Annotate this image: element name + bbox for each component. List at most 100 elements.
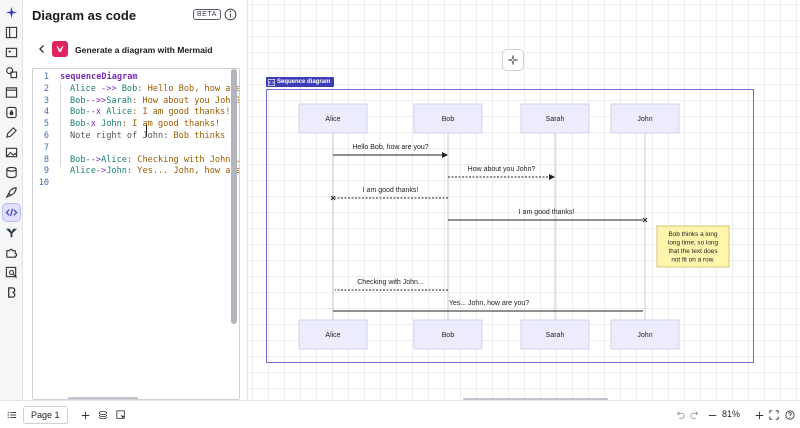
message-label: Hello Bob, how are you? (352, 144, 428, 151)
line-number: 1 (43, 72, 49, 82)
actor-label: John (637, 332, 652, 339)
page-tab[interactable]: Page 1 (23, 406, 68, 424)
sparkle-ai-icon[interactable] (3, 4, 20, 21)
templates-icon[interactable] (3, 24, 20, 41)
code-token: Sarah (106, 95, 133, 106)
editor-horizontal-scrollbar[interactable] (68, 397, 138, 399)
code-token: Bob (70, 95, 86, 106)
note-text: that the text does (668, 248, 717, 255)
undo-icon[interactable] (674, 408, 686, 422)
frame-label-text: Sequence diagram (277, 79, 331, 85)
add-page-icon[interactable] (79, 408, 91, 422)
code-token: : How about you John? (132, 95, 240, 106)
actor-label: Sarah (546, 332, 565, 339)
message-arrowhead (442, 152, 448, 158)
line-number: 9 (43, 166, 49, 177)
frame-label[interactable]: Sequence diagram (266, 77, 335, 87)
picture-icon[interactable] (3, 144, 20, 161)
text-cursor (146, 125, 147, 137)
tree-branch-icon[interactable] (3, 224, 20, 241)
message-cross (330, 195, 336, 201)
line-number: 6 (43, 131, 49, 141)
actor-label: John (637, 116, 652, 123)
page-tab-label: Page 1 (31, 410, 60, 420)
chevron-left-icon[interactable] (37, 44, 47, 54)
actor-box-top (610, 103, 680, 134)
code-token: Bob (70, 107, 86, 118)
mermaid-logo-icon (52, 41, 68, 57)
actor-label: Sarah (546, 116, 565, 123)
search-frame-icon[interactable] (3, 264, 20, 281)
code-token: Alice (70, 166, 96, 177)
ai-assist-button[interactable] (502, 49, 524, 71)
puzzle-icon[interactable] (3, 244, 20, 261)
brand-b-icon[interactable] (3, 284, 20, 301)
code-text: Alice ->> Bob: Hello Bob, how are yo (70, 83, 239, 95)
message-label: Yes... John, how are you? (449, 300, 529, 307)
beta-badge: BETA (193, 9, 221, 20)
actor-box-bottom (610, 319, 680, 350)
zoom-level[interactable]: 81% (722, 409, 741, 419)
actor-box-top (298, 103, 368, 134)
message-cross (642, 217, 648, 223)
message-label: Checking with John... (357, 279, 424, 286)
sequence-diagram: AliceAliceBobBobSarahSarahJohnJohnHello … (298, 103, 730, 350)
help-icon[interactable] (784, 408, 796, 422)
code-icon (268, 78, 275, 86)
panel-title: Diagram as code (32, 8, 137, 23)
note-text: Bob thinks a long (668, 231, 717, 238)
code-token: Alice (70, 83, 96, 94)
redo-icon[interactable] (689, 408, 701, 422)
message-label: I am good thanks! (519, 209, 575, 216)
code-token: : I am good thanks! (132, 107, 231, 118)
zoom-out-icon[interactable] (706, 408, 718, 422)
code-token: --x (85, 107, 107, 118)
code-text: Bob-->Alice: Checking with John... (70, 154, 240, 166)
code-token: : Yes... John, how are yo (126, 166, 239, 177)
code-token: Alice (101, 154, 127, 165)
pen-icon[interactable] (3, 124, 20, 141)
code-text: Alice->John: Yes... John, how are yo (70, 165, 239, 177)
info-icon[interactable] (224, 8, 237, 21)
pages-list-icon[interactable] (6, 408, 18, 422)
actor-label: Bob (442, 116, 455, 123)
zoom-in-icon[interactable] (753, 408, 765, 422)
ink-drop-icon[interactable] (3, 104, 20, 121)
code-token: : Checking with John... (126, 154, 240, 165)
code-token: Bob (70, 154, 86, 165)
note-text: long time, so long (668, 240, 719, 247)
line-number: 4 (43, 107, 49, 118)
code-token: -x (85, 119, 102, 130)
indent-guide (60, 83, 61, 167)
actor-box-bottom (413, 319, 483, 350)
image-gallery-icon[interactable] (3, 44, 20, 61)
line-number: 2 (43, 83, 49, 94)
code-token: Bob (70, 119, 86, 130)
note-text: not fit on a row. (671, 257, 715, 264)
database-icon[interactable] (3, 164, 20, 181)
code-text: Bob-->>Sarah: How about you John? (70, 95, 240, 107)
message-label: How about you John? (468, 166, 536, 173)
code-token: John (106, 166, 127, 177)
line-number: 3 (43, 95, 49, 106)
frame-icon[interactable] (3, 84, 20, 101)
fit-to-screen-icon[interactable] (768, 408, 780, 422)
message-arrowhead (549, 174, 555, 180)
layers-icon[interactable] (97, 408, 109, 422)
rocket-icon[interactable] (3, 184, 20, 201)
code-token: Bob (121, 83, 138, 94)
grid-settings-icon[interactable] (115, 408, 127, 422)
code-token: : Hello Bob, how are yo (137, 83, 239, 94)
shapes-icon[interactable] (3, 64, 20, 81)
code-token: John (101, 119, 122, 130)
code-diagram-icon[interactable] (2, 203, 21, 222)
line-number: 5 (43, 119, 49, 130)
line-number: 7 (43, 142, 49, 153)
actor-label: Bob (442, 332, 455, 339)
editor-vertical-scrollbar[interactable] (231, 69, 237, 324)
message-label: I am good thanks! (363, 187, 419, 194)
diagram-as-code-panel: Diagram as code BETA Generate a diagram … (23, 0, 248, 400)
